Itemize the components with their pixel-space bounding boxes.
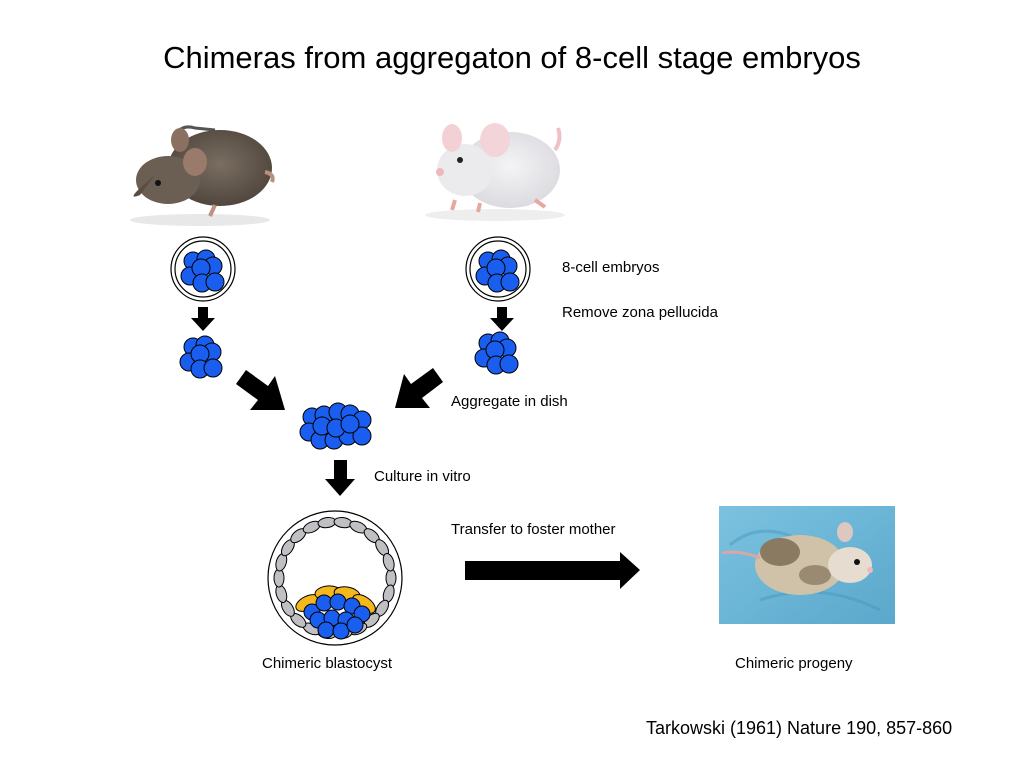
label-remove-zona: Remove zona pellucida [562,304,718,321]
right-embryo-with-zona [465,236,531,302]
label-chimeric-progeny: Chimeric progeny [735,655,853,672]
trophectoderm-cell [273,568,285,588]
left-diagonal-arrow [236,370,285,410]
trophectoderm-cell [382,552,395,572]
right-small-arrow [490,307,514,331]
label-aggregate: Aggregate in dish [451,393,568,410]
transfer-arrow [465,552,640,589]
left-embryo-no-zona [179,335,223,379]
right-embryo-no-zona [474,331,519,375]
label-transfer: Transfer to foster mother [451,521,616,538]
culture-arrow [325,460,355,496]
label-culture: Culture in vitro [374,468,471,485]
citation: Tarkowski (1961) Nature 190, 857-860 [646,718,953,738]
chimeric-progeny-image [719,506,895,624]
left-small-arrow [191,307,215,331]
slide-title: Chimeras from aggregaton of 8-cell stage… [163,40,861,75]
label-chimeric-blastocyst: Chimeric blastocyst [262,655,393,672]
left-embryo-with-zona [170,236,236,302]
aggregated-embryo [299,402,372,450]
chimeric-blastocyst [267,510,403,646]
label-8-cell-embryos: 8-cell embryos [562,259,660,276]
right-diagonal-arrow [395,368,443,408]
white-mouse-image [425,123,565,221]
trophectoderm-cell [385,568,397,588]
brown-mouse-image [130,125,275,226]
